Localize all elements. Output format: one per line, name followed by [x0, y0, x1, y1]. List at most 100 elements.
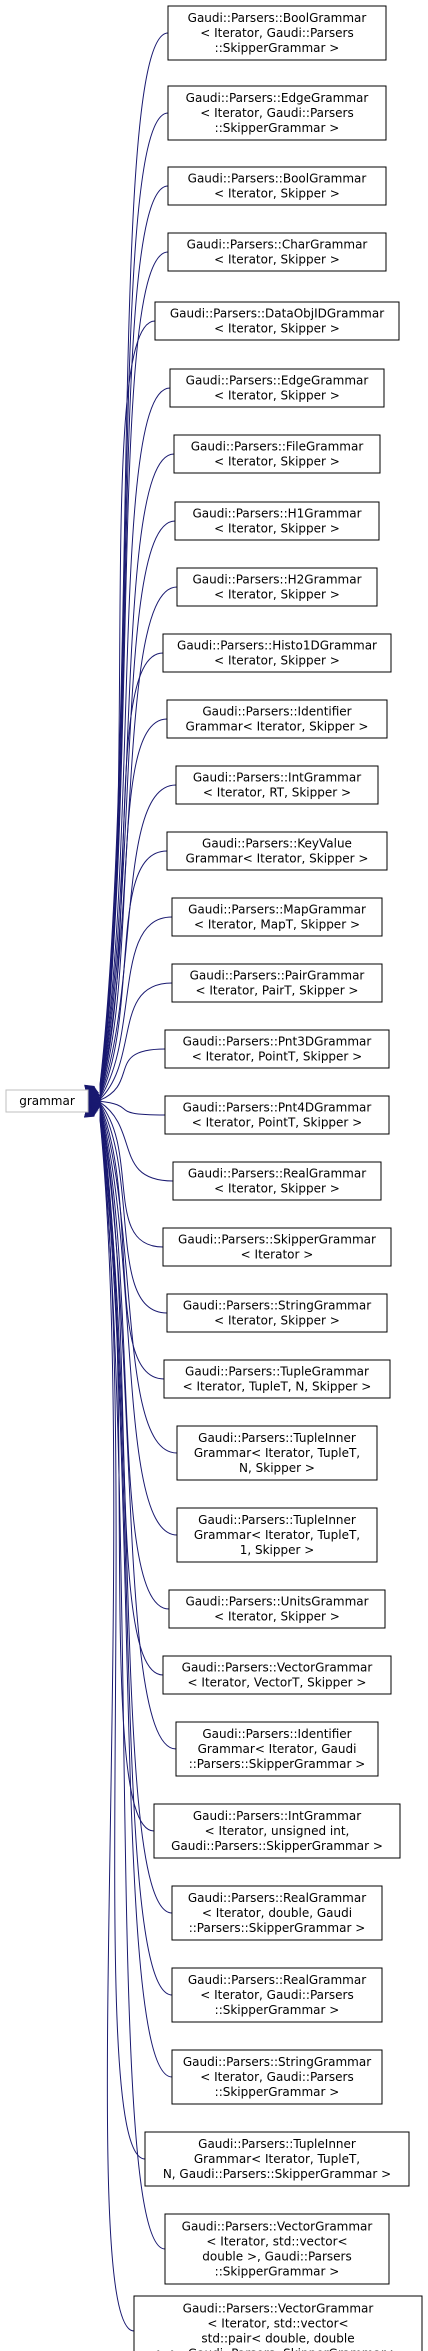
inheritance-edge [99, 1102, 164, 1248]
class-node-label-line: Gaudi::Parsers::PairGrammar [190, 969, 365, 983]
class-node-box [171, 897, 383, 937]
class-node-edgegrammar[interactable]: Gaudi::Parsers::EdgeGrammar< Iterator, G… [167, 85, 387, 141]
inheritance-edge [99, 1118, 166, 2250]
class-node-pairgrammar[interactable]: Gaudi::Parsers::PairGrammar< Iterator, P… [171, 963, 383, 1003]
class-node-vectorgrammar[interactable]: Gaudi::Parsers::VectorGrammar< Iterator,… [133, 2295, 423, 2351]
class-node-box [162, 1655, 392, 1695]
class-node-label-line: < Iterator > [241, 1248, 314, 1262]
inheritance-edge [99, 185, 169, 1088]
class-node-label-line: Gaudi::Parsers::UnitsGrammar [185, 1595, 368, 1609]
class-node-label-line: < Iterator, Gaudi::Parsers [200, 26, 354, 40]
class-node-label-line: < Iterator, PointT, Skipper > [192, 1050, 362, 1064]
class-node-boolgrammar[interactable]: Gaudi::Parsers::BoolGrammar< Iterator, G… [167, 5, 387, 61]
class-node-h2grammar[interactable]: Gaudi::Parsers::H2Grammar< Iterator, Ski… [176, 567, 378, 607]
inheritance-edges [84, 32, 178, 2332]
class-node-realgrammar[interactable]: Gaudi::Parsers::RealGrammar< Iterator, S… [172, 1161, 382, 1201]
class-node-label-line: ::SkipperGrammar > [215, 121, 340, 135]
class-node-box [169, 368, 385, 408]
inheritance-edge [99, 1115, 173, 2078]
class-node-filegrammar[interactable]: Gaudi::Parsers::FileGrammar< Iterator, S… [173, 434, 381, 474]
derived-class-nodes: Gaudi::Parsers::BoolGrammar < Iterator, G… [133, 5, 423, 2351]
class-node-label-line: Gaudi::Parsers::BoolGrammar [188, 172, 367, 186]
class-node-dataobjidgrammar[interactable]: Gaudi::Parsers::DataObjIDGrammar< Iterat… [154, 301, 400, 341]
class-node-edgegrammar[interactable]: Gaudi::Parsers::EdgeGrammar< Iterator, S… [169, 368, 385, 408]
class-node-pnt4dgrammar[interactable]: Gaudi::Parsers::Pnt4DGrammar< Iterator, … [164, 1095, 390, 1135]
inheritance-edge [99, 387, 171, 1091]
class-node-box [164, 1095, 390, 1135]
class-node-box [175, 765, 379, 805]
inheritance-edge [99, 1108, 170, 1610]
class-node-label-line: < Iterator, unsigned int, [205, 1824, 350, 1838]
class-node-pnt3dgrammar[interactable]: Gaudi::Parsers::Pnt3DGrammar< Iterator, … [164, 1029, 390, 1069]
class-node-label-line: < Iterator, Skipper > [214, 654, 340, 668]
class-node-stringgrammar[interactable]: Gaudi::Parsers::StringGrammar< Iterator,… [171, 2049, 383, 2105]
inheritance-edge [99, 1048, 166, 1101]
class-node-label-line: Gaudi::Parsers::Pnt3DGrammar [183, 1035, 372, 1049]
class-node-box [175, 1721, 379, 1777]
class-node-label-line: < Iterator, Skipper > [214, 588, 340, 602]
class-node-box [174, 501, 380, 541]
class-node-label-line: ::SkipperGrammar > [215, 2003, 340, 2017]
class-node-label-line: Gaudi::Parsers::H2Grammar [192, 573, 361, 587]
class-node-label-line: ::Parsers::SkipperGrammar > [189, 1921, 366, 1935]
class-node-box [171, 2049, 383, 2105]
grammar-node-label: grammar [19, 1094, 75, 1108]
class-node-label-line: Gaudi::Parsers::KeyValue [202, 837, 352, 851]
class-node-vectorgrammar[interactable]: Gaudi::Parsers::VectorGrammar< Iterator,… [162, 1655, 392, 1695]
inheritance-edge [99, 453, 175, 1092]
class-node-stringgrammar[interactable]: Gaudi::Parsers::StringGrammar< Iterator,… [166, 1293, 388, 1333]
class-node-label-line: Gaudi::Parsers::SkipperGrammar > [171, 1839, 383, 1853]
class-node-box [173, 434, 381, 474]
inheritance-edge [99, 586, 178, 1094]
inheritance-edge [99, 916, 173, 1099]
inheritance-edge [99, 1107, 178, 1536]
class-node-box [171, 1967, 383, 2023]
class-node-label-line: Grammar< Iterator, Skipper > [186, 852, 369, 866]
class-node-box [162, 1227, 392, 1267]
class-node-label-line: < Iterator, Skipper > [214, 1314, 340, 1328]
class-node-h1grammar[interactable]: Gaudi::Parsers::H1Grammar< Iterator, Ski… [174, 501, 380, 541]
class-node-label-line: < Iterator, PointT, Skipper > [192, 1116, 362, 1130]
class-node-box [144, 2131, 410, 2187]
class-node-box [164, 2213, 390, 2285]
class-node-skippergrammar[interactable]: Gaudi::Parsers::SkipperGrammar< Iterator… [162, 1227, 392, 1267]
class-node-label-line: < Iterator, TupleT, N, Skipper > [183, 1380, 372, 1394]
class-node-vectorgrammar[interactable]: Gaudi::Parsers::VectorGrammar< Iterator,… [164, 2213, 390, 2285]
class-node-intgrammar[interactable]: Gaudi::Parsers::IntGrammar< Iterator, RT… [175, 765, 379, 805]
class-node-label-line: Gaudi::Parsers::IntGrammar [193, 1809, 361, 1823]
class-node-realgrammar[interactable]: Gaudi::Parsers::RealGrammar< Iterator, d… [171, 1885, 383, 1941]
grammar-node[interactable]: grammar [5, 1089, 89, 1113]
class-node-label-line: Grammar< Iterator, Gaudi [198, 1742, 357, 1756]
class-node-histo1dgrammar[interactable]: Gaudi::Parsers::Histo1DGrammar< Iterator… [162, 633, 392, 673]
class-node-box [162, 633, 392, 673]
class-node-intgrammar[interactable]: Gaudi::Parsers::IntGrammar< Iterator, un… [153, 1803, 401, 1859]
class-node-label-line: ::Parsers::SkipperGrammar > [189, 1757, 366, 1771]
class-node-box [167, 85, 387, 141]
class-node-tuplegrammar[interactable]: Gaudi::Parsers::TupleGrammar< Iterator, … [163, 1359, 391, 1399]
class-node-label-line: Gaudi::Parsers::Identifier [202, 1727, 351, 1741]
class-node-label-line: Gaudi::Parsers::EdgeGrammar [186, 374, 369, 388]
class-node-unitsgrammar[interactable]: Gaudi::Parsers::UnitsGrammar< Iterator, … [168, 1589, 386, 1629]
class-node-chargrammar[interactable]: Gaudi::Parsers::CharGrammar< Iterator, S… [167, 232, 387, 272]
class-node-realgrammar[interactable]: Gaudi::Parsers::RealGrammar< Iterator, G… [171, 1967, 383, 2023]
inheritance-edge [99, 1106, 178, 1454]
class-node-label-line: Gaudi::Parsers::TupleInner [198, 1431, 356, 1445]
class-node-mapgrammar[interactable]: Gaudi::Parsers::MapGrammar< Iterator, Ma… [171, 897, 383, 937]
inheritance-edge [99, 652, 164, 1095]
class-node-boolgrammar[interactable]: Gaudi::Parsers::BoolGrammar< Iterator, S… [167, 166, 387, 206]
class-node-label-line: Gaudi::Parsers::VectorGrammar [182, 2220, 373, 2234]
inheritance-edge [99, 982, 173, 1100]
inheritance-edge [99, 1114, 173, 1996]
class-node-label-line: 1, Skipper > [240, 1543, 315, 1557]
class-node-box [154, 301, 400, 341]
class-node-label-line: Gaudi::Parsers::TupleInner [198, 2137, 356, 2151]
inheritance-edge [99, 520, 176, 1093]
class-node-label-line: Gaudi::Parsers::DataObjIDGrammar [170, 307, 384, 321]
